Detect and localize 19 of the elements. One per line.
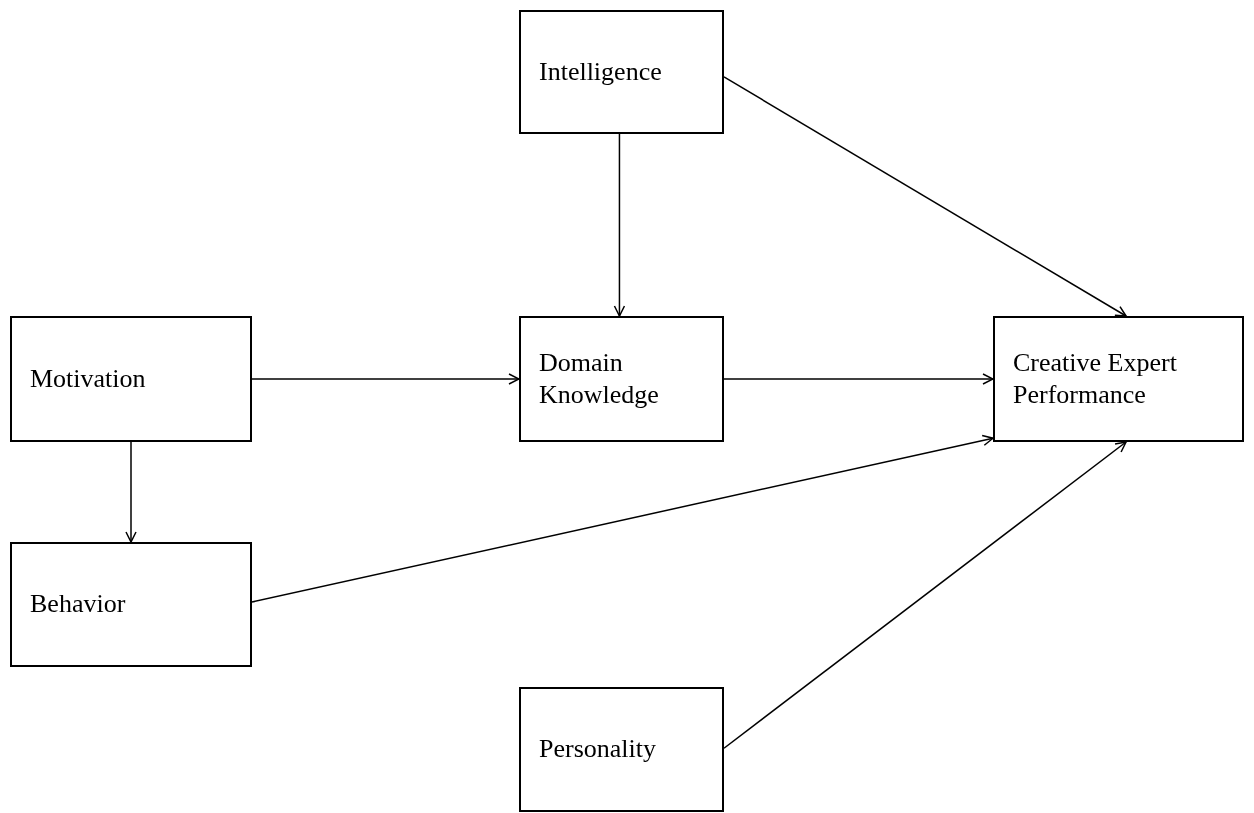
concept-box [10, 316, 252, 442]
arrow [723, 76, 1127, 317]
node-label: Personality [539, 733, 656, 766]
arrow [125, 441, 137, 543]
concept-box [519, 10, 724, 134]
arrow [723, 441, 1127, 749]
concept-box [519, 316, 724, 442]
node-label: Behavior [30, 588, 126, 621]
node-label: Intelligence [539, 55, 662, 88]
node-label: Domain Knowledge [539, 346, 660, 411]
concept-box [519, 687, 724, 812]
concept-box [993, 316, 1244, 442]
node-label: Motivation [30, 362, 146, 395]
node-label: Creative Expert Performance [1013, 346, 1178, 411]
concept-box [10, 542, 252, 667]
arrow [613, 133, 626, 317]
arrow [723, 373, 994, 385]
arrow [251, 434, 994, 603]
arrow [251, 373, 520, 385]
